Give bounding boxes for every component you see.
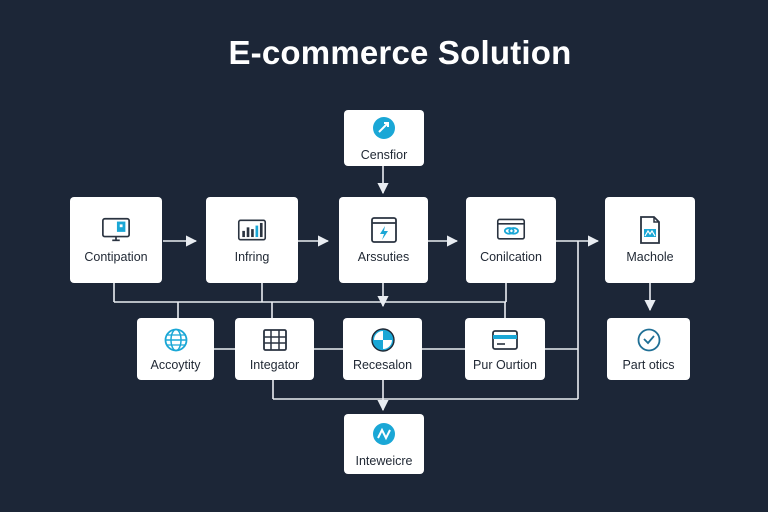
node-label: Infring (234, 250, 270, 264)
node-label: Pur Ourtion (473, 358, 537, 372)
globe-icon (161, 326, 191, 354)
node-inteweicre: Inteweicre (344, 414, 424, 474)
node-recesalon: Recesalon (343, 318, 422, 380)
document-icon (635, 216, 665, 244)
node-censfior: Censfior (344, 110, 424, 166)
node-arssuties: Arssuties (339, 197, 428, 283)
node-contipation: Contipation (70, 197, 162, 283)
pulse-icon (369, 420, 399, 448)
bar-chart-icon (237, 216, 267, 244)
compass-icon (369, 114, 399, 142)
check-circle-icon (634, 326, 664, 354)
node-integator: Integator (235, 318, 314, 380)
browser-link-icon (496, 216, 526, 244)
node-accoytity: Accoytity (137, 318, 214, 380)
node-label: Part otics (622, 358, 675, 372)
node-label: Contipation (84, 250, 148, 264)
monitor-icon (101, 216, 131, 244)
node-label: Censfior (360, 148, 408, 162)
node-label: Conilcation (480, 250, 542, 264)
node-label: Machole (626, 250, 674, 264)
recycle-icon (368, 326, 398, 354)
node-infring: Infring (206, 197, 298, 283)
node-label: Recesalon (352, 358, 413, 372)
lightning-window-icon (369, 216, 399, 244)
diagram-title: E-commerce Solution (228, 34, 572, 71)
node-label: Arssuties (357, 250, 410, 264)
node-conilcation: Conilcation (466, 197, 556, 283)
node-part-otics: Part otics (607, 318, 690, 380)
card-window-icon (490, 326, 520, 354)
node-machole: Machole (605, 197, 695, 283)
node-pur-ourtion: Pur Ourtion (465, 318, 545, 380)
node-label: Accoytity (150, 358, 201, 372)
node-label: Integator (249, 358, 300, 372)
grid-table-icon (260, 326, 290, 354)
node-label: Inteweicre (355, 454, 413, 468)
